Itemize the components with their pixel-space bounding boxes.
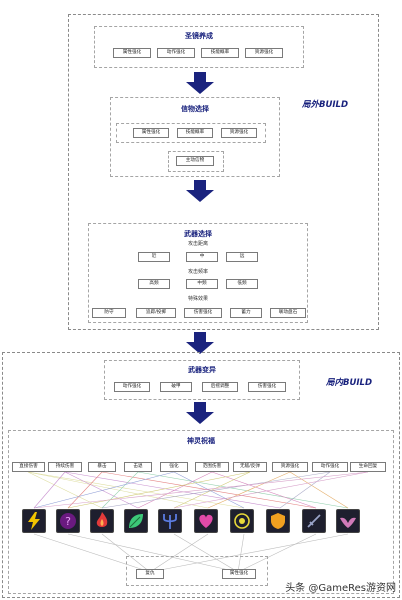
weapon-freq-node: 低频	[226, 279, 258, 289]
weapon-mutation-node: 破甲	[160, 382, 192, 392]
relic-dev-node: 技能概率	[201, 48, 239, 58]
relic-dev-box	[94, 26, 304, 68]
weapon-mutation-box	[104, 360, 300, 400]
weapon-effect-node: 追踪/投掷	[136, 308, 176, 318]
weapon-range-node: 中	[186, 252, 218, 262]
relic-select-box	[110, 97, 280, 177]
weapon-range-node: 远	[226, 252, 258, 262]
relic-select-title: 信物选择	[181, 105, 209, 113]
blessing-bottom-node: 复仇	[136, 569, 164, 579]
weapon-effect-node: 联动盘石	[270, 308, 306, 318]
blessing-node: 范围伤害	[195, 462, 229, 472]
relic-dev-node: 资源强化	[245, 48, 283, 58]
arrow-down-icon	[186, 72, 214, 94]
weapon-effect-node: 防守	[92, 308, 126, 318]
weapon-freq-caption: 攻击频率	[187, 269, 208, 275]
leaf-icon	[124, 509, 148, 533]
fire-icon	[90, 509, 114, 533]
heart-icon	[194, 509, 218, 533]
sun-icon	[230, 509, 254, 533]
divine-blessing-box	[8, 430, 394, 594]
relic-select-node: 资源强化	[221, 128, 257, 138]
relic-select-inner-box	[116, 123, 266, 143]
blessing-node: 暴击	[88, 462, 116, 472]
blessing-bottom-box	[126, 556, 268, 586]
relic-select-node: 属性强化	[133, 128, 169, 138]
weapon-mutation-node: 动作强化	[114, 382, 150, 392]
inner-build-label: 局内BUILD	[326, 378, 373, 388]
weapon-freq-node: 中频	[186, 279, 218, 289]
outer-build-frame	[68, 14, 379, 330]
wing-icon	[336, 509, 360, 533]
arrow-down-icon	[186, 332, 214, 354]
svg-text:?: ?	[65, 515, 71, 528]
weapon-select-box	[88, 223, 308, 323]
blessing-node: 动作强化	[312, 462, 348, 472]
weapon-range-node: 近	[138, 252, 170, 262]
blessing-node: 强化	[160, 462, 188, 472]
trident-icon	[158, 509, 182, 533]
relic-select-node: 技能概率	[177, 128, 213, 138]
weapon-mutation-node: 后摇调整	[202, 382, 238, 392]
arrow-down-icon	[186, 402, 214, 424]
weapon-effect-caption: 特殊效果	[187, 296, 208, 302]
blessing-node: 击退	[124, 462, 152, 472]
blessing-node: 资源强化	[272, 462, 308, 472]
shield-icon	[266, 509, 290, 533]
weapon-mutation-node: 伤害强化	[248, 382, 286, 392]
weapon-mutation-title: 武器变异	[188, 366, 216, 374]
blessing-node: 生命回复	[350, 462, 386, 472]
arrow-down-icon	[186, 180, 214, 202]
weapon-effect-node: 蓄力	[230, 308, 262, 318]
weapon-select-title: 武器选择	[184, 230, 212, 238]
blessing-node: 无敌/反弹	[233, 462, 267, 472]
inner-build-frame	[2, 352, 400, 598]
relic-main-node: 主动信物	[176, 156, 214, 166]
outer-build-label: 局外BUILD	[302, 100, 349, 110]
blessing-bottom-node: 属性强化	[222, 569, 256, 579]
relic-dev-node: 动作强化	[157, 48, 195, 58]
relic-dev-node: 属性强化	[113, 48, 151, 58]
sword-icon	[302, 509, 326, 533]
divine-blessing-title: 神灵祝福	[187, 437, 215, 445]
weapon-effect-node: 伤害强化	[184, 308, 222, 318]
relic-main-box	[168, 151, 224, 172]
relic-dev-title: 圣镜养成	[185, 32, 213, 40]
lightning-icon	[22, 509, 46, 533]
question-icon: ?	[56, 509, 80, 533]
blessing-node: 直接伤害	[12, 462, 45, 472]
weapon-freq-node: 高频	[138, 279, 170, 289]
weapon-range-caption: 攻击距离	[187, 241, 208, 247]
watermark: 头条 @GameRes游资网	[285, 583, 396, 594]
blessing-node: 持续伤害	[48, 462, 82, 472]
